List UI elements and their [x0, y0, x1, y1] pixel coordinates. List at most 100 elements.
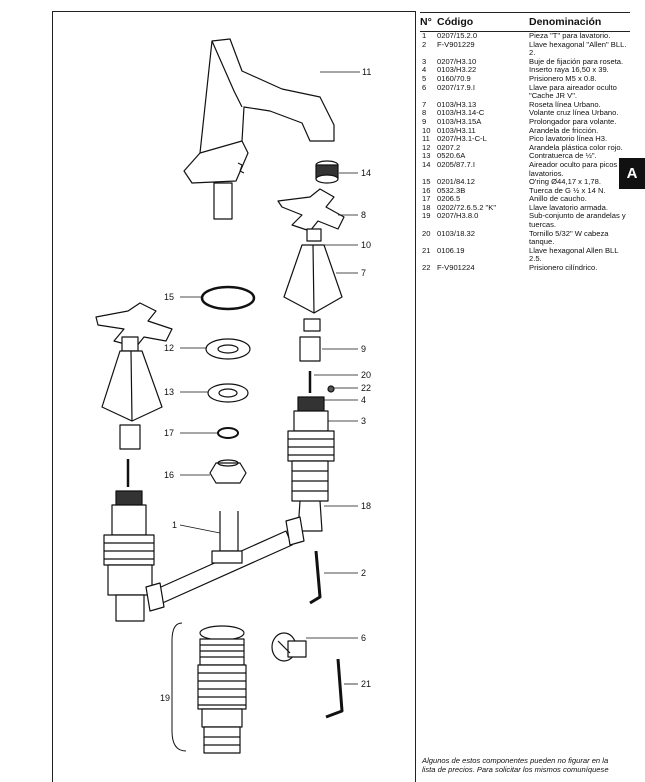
callout-20: 20 [361, 370, 371, 380]
row-code: 0103/H3.14-C [437, 108, 485, 118]
row-name: Prolongador para volante. [529, 116, 617, 126]
footnote: Algunos de estos componentes pueden no f… [422, 756, 609, 774]
row-code: 0207/H3.10 [437, 56, 477, 66]
part-13-locknut [207, 383, 249, 403]
row-name: Sub-conjunto de arandelas y tuercas. [529, 211, 626, 230]
row-number: 14 [422, 159, 431, 169]
row-name: Llave hexagonal "Allen" BLL. 2. [529, 39, 627, 58]
callout-2: 2 [361, 568, 366, 578]
row-number: 3 [422, 56, 427, 66]
part-19-washer-nut-set [197, 625, 247, 754]
row-number: 20 [422, 228, 431, 238]
row-code: 0160/70.9 [437, 73, 471, 83]
callout-8: 8 [361, 210, 366, 220]
row-code: 0201/84.12 [437, 177, 476, 187]
callout-15: 15 [164, 292, 174, 302]
row-number: 18 [422, 202, 431, 212]
row-code: 0207/15.2.0 [437, 31, 478, 40]
callout-21: 21 [361, 679, 371, 689]
row-name: Aireador oculto para picos lavatorios. [529, 159, 618, 178]
callout-14: 14 [361, 168, 371, 178]
row-name: Llave hexagonal Allen BLL 2.5. [529, 245, 619, 264]
callout-11: 11 [362, 67, 371, 77]
row-name: Contratuerca de ½". [529, 151, 597, 161]
row-number: 8 [422, 108, 427, 118]
row-code: 0206.5 [437, 194, 461, 204]
part-16-nut [209, 459, 247, 484]
row-name: Anillo de caucho. [529, 194, 587, 204]
part-21-allen-key [325, 658, 344, 719]
callout-19: 19 [160, 693, 170, 703]
row-number: 17 [422, 194, 431, 204]
part-17-rubber-ring [217, 427, 239, 439]
table-row: 17 0206.5 Anillo de caucho. [420, 195, 630, 204]
part-7-left-rosette [101, 350, 163, 422]
callout-13: 13 [164, 387, 174, 397]
part-12-washer [205, 338, 251, 360]
row-number: 4 [422, 65, 427, 75]
row-code: 0207.2 [437, 142, 461, 152]
row-number: 2 [422, 39, 427, 49]
callout-9: 9 [361, 344, 366, 354]
callout-3: 3 [361, 416, 366, 426]
row-code: 0520.6A [437, 151, 466, 161]
section-tab: A [619, 158, 645, 189]
row-name: Pieza "T" para lavatorio. [529, 31, 611, 40]
part-6-aerator-key [271, 632, 307, 662]
row-name: Arandela de fricción. [529, 125, 599, 135]
table-row: 14 0205/87.7.I Aireador oculto para picos … [420, 159, 630, 178]
row-number: 10 [422, 125, 431, 135]
callout-17: 17 [164, 428, 174, 438]
callout-6: 6 [361, 633, 366, 643]
part-11-spout [183, 38, 335, 220]
part-18-left-valve-assembly [103, 490, 155, 622]
row-name: Roseta línea Urbano. [529, 99, 601, 109]
callout-18: 18 [361, 501, 371, 511]
row-name: Llave para aireador oculto "Cache JR V". [529, 82, 617, 101]
row-code: 0205/87.7.I [437, 159, 476, 169]
callout-12: 12 [164, 343, 174, 353]
callout-4: 4 [361, 395, 366, 405]
row-name: Tuerca de G ½ x 14 N. [529, 185, 606, 195]
row-number: 9 [422, 116, 427, 126]
row-code: 0207/17.9.I [437, 82, 476, 92]
parts-table-header: N° Código Denominación [420, 13, 630, 32]
exploded-view-diagram: 11 14 8 10 7 15 12 9 20 22 4 13 3 17 16 … [95, 38, 371, 754]
table-row: 3 0207/H3.10 Buje de fijación para roseta. [420, 56, 630, 67]
header-name: Denominación [529, 16, 602, 28]
row-number: 19 [422, 211, 431, 221]
part-9-extension [299, 336, 321, 362]
row-name: Prisionero M5 x 0.8. [529, 73, 597, 83]
row-code: 0202/72.6.5.2 "K" [437, 202, 497, 212]
part-8-right-cross-handle [277, 188, 345, 242]
part-18-right-valve-assembly [287, 396, 335, 532]
row-code: 0103/H3.22 [437, 65, 477, 75]
table-row: 18 0202/72.6.5.2 "K" Llave lavatorio armad… [420, 202, 630, 213]
row-name: Tornillo 5/32" W cabeza tanque. [529, 228, 609, 247]
part-2-allen-key [309, 550, 322, 605]
row-name: Buje de fijación para roseta. [529, 56, 624, 66]
header-code: Código [437, 16, 474, 28]
part-7-right-rosette [283, 244, 343, 332]
row-name: Arandela plástica color rojo. [529, 142, 623, 152]
row-name: Llave lavatorio armada. [529, 202, 608, 212]
row-code: 0532.3B [437, 185, 466, 195]
